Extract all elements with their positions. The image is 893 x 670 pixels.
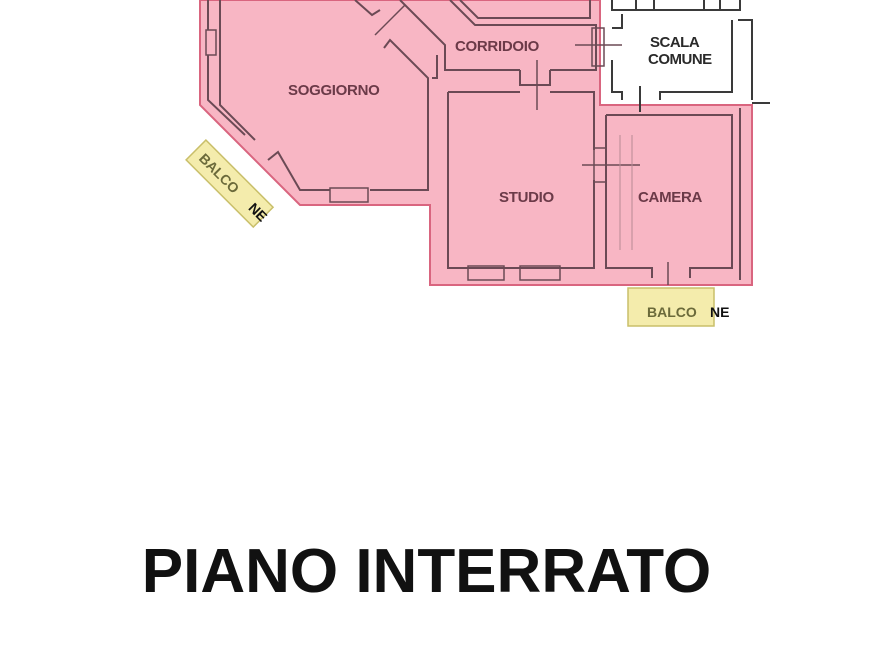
- room-label-corridoio: CORRIDOIO: [455, 38, 540, 55]
- balcony-left: BALCO NE: [185, 139, 275, 229]
- room-label-studio: STUDIO: [499, 189, 555, 206]
- balcony-right-label: BALCO: [647, 304, 697, 320]
- floor-title: PIANO INTERRATO: [0, 536, 893, 607]
- room-label-camera: CAMERA: [638, 189, 702, 206]
- apartment-area: [199, 0, 753, 286]
- interior-walls: [205, 0, 741, 285]
- room-label-soggiorno: SOGGIORNO: [288, 82, 380, 99]
- balcony-right: BALCO NE: [627, 287, 729, 327]
- floor-title-text: PIANO INTERRATO: [141, 537, 712, 606]
- common-stair-area: [602, 0, 770, 112]
- balcony-right-label-tail: NE: [710, 304, 729, 320]
- floor-plan: BALCO NE BALCO NE SOGGIORNO CORRIDOIO ST…: [185, 0, 770, 327]
- room-label-comune: COMUNE: [648, 51, 712, 68]
- room-label-scala: SCALA: [650, 34, 700, 51]
